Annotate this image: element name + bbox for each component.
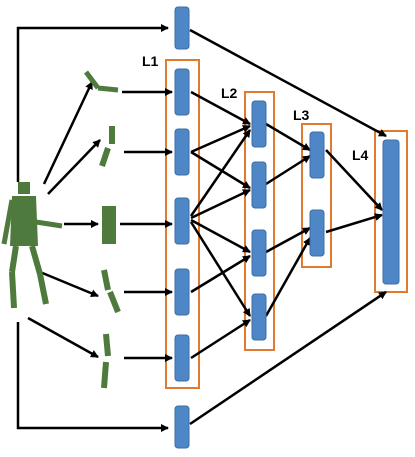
arrow-l1-3-to-l2-4 [189,221,252,317]
layer-labels: L1 L2 L3 L4 [142,53,369,163]
full-body-figure [1,182,63,309]
layer-box-l4 [374,130,408,293]
arrow-l1-2-to-l2-2 [190,150,251,190]
layer-label-l4: L4 [352,147,369,163]
node-l2-3 [251,229,267,277]
arrow-l3-2-to-l4 [325,213,383,234]
arrow-l1-2-to-l2-1 [190,124,251,154]
arrow-l1-5-to-l2-4 [190,318,251,360]
arrow-l1-3-to-l2-1 [189,129,252,217]
node-l2-2 [251,161,267,209]
layer-label-l1: L1 [142,53,159,69]
part-arm-figure [99,126,115,167]
node-l1-5 [174,334,190,382]
node-l4 [382,139,400,285]
arrow-body-to-bottom-node [16,322,169,432]
layer-box-l3 [301,123,332,268]
part-head-figure [84,70,119,93]
node-l2-1 [251,100,267,148]
node-global-top [174,6,190,50]
nodes [174,6,400,449]
layer-label-l3: L3 [293,107,310,123]
node-l3-2 [309,209,325,257]
arrow-body-to-leg-upper [39,270,99,298]
arrow-body-to-head [42,81,94,185]
layer-boxes [165,59,408,389]
arrow-l2-2-to-l3-1 [265,154,311,186]
node-l2-4 [251,293,267,341]
node-l3-1 [309,131,325,179]
layer-box-l2 [244,91,275,351]
arrow-bottom-node-to-l4 [189,290,387,426]
arrow-top-node-to-l4 [189,28,387,138]
arrow-body-to-arm-upper [47,139,101,195]
node-l1-4 [174,268,190,316]
arrow-l1-1-to-l2-1 [190,90,251,126]
node-global-bottom [174,405,190,449]
arrow-l1-3-to-l2-2 [190,188,251,220]
arrow-l3-1-to-l4 [325,149,383,211]
arrow-body-to-top-node [16,24,169,182]
arrow-l1-4-to-l2-3 [190,254,251,294]
arrow-l2-3-to-l3-2 [265,226,311,254]
arrow-l2-1-to-l3-1 [265,122,311,152]
layer-label-l2: L2 [221,85,238,101]
part-leg-upper-figure [101,269,121,314]
part-leg-lower-figure [101,333,111,389]
human-figures [1,70,121,389]
arrow-body-to-leg-lower [27,316,99,359]
node-l1-2 [174,128,190,176]
arrow-l1-3-to-l2-3 [190,218,251,254]
arrow-l2-4-to-l3-2 [264,237,312,317]
node-l1-3 [174,197,190,245]
node-l1-1 [174,68,190,116]
part-torso-figure [102,206,116,244]
connection-arrows [16,24,387,432]
